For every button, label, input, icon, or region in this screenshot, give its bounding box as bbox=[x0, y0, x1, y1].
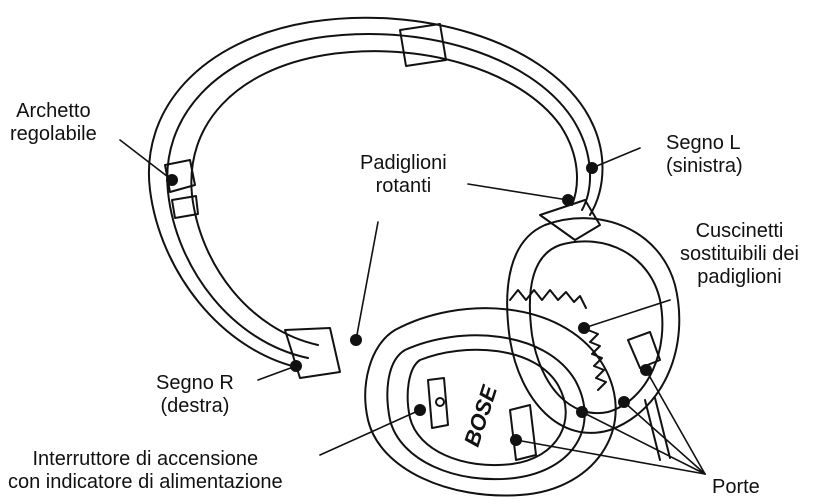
headband-edge bbox=[166, 32, 591, 359]
right-earcup-cushion bbox=[364, 307, 617, 497]
right-earcup-face bbox=[386, 334, 586, 481]
label-porte: Porte bbox=[712, 476, 760, 498]
bose-logo: BOSE bbox=[459, 381, 502, 449]
label-cuscinetti: Cuscinetti sostituibili dei padiglioni bbox=[680, 220, 799, 288]
label-archetto-regolabile: Archetto regolabile bbox=[10, 100, 97, 145]
left-earcup bbox=[506, 217, 681, 434]
label-padiglioni-rotanti: Padiglioni rotanti bbox=[360, 152, 447, 197]
headband-inner bbox=[190, 50, 578, 346]
power-switch bbox=[427, 377, 449, 429]
label-interruttore: Interruttore di accensione con indicator… bbox=[8, 448, 283, 493]
label-segno-r: Segno R (destra) bbox=[156, 372, 234, 417]
headband-outer bbox=[147, 16, 604, 369]
label-segno-l: Segno L (sinistra) bbox=[666, 132, 743, 177]
right-port bbox=[509, 404, 537, 461]
